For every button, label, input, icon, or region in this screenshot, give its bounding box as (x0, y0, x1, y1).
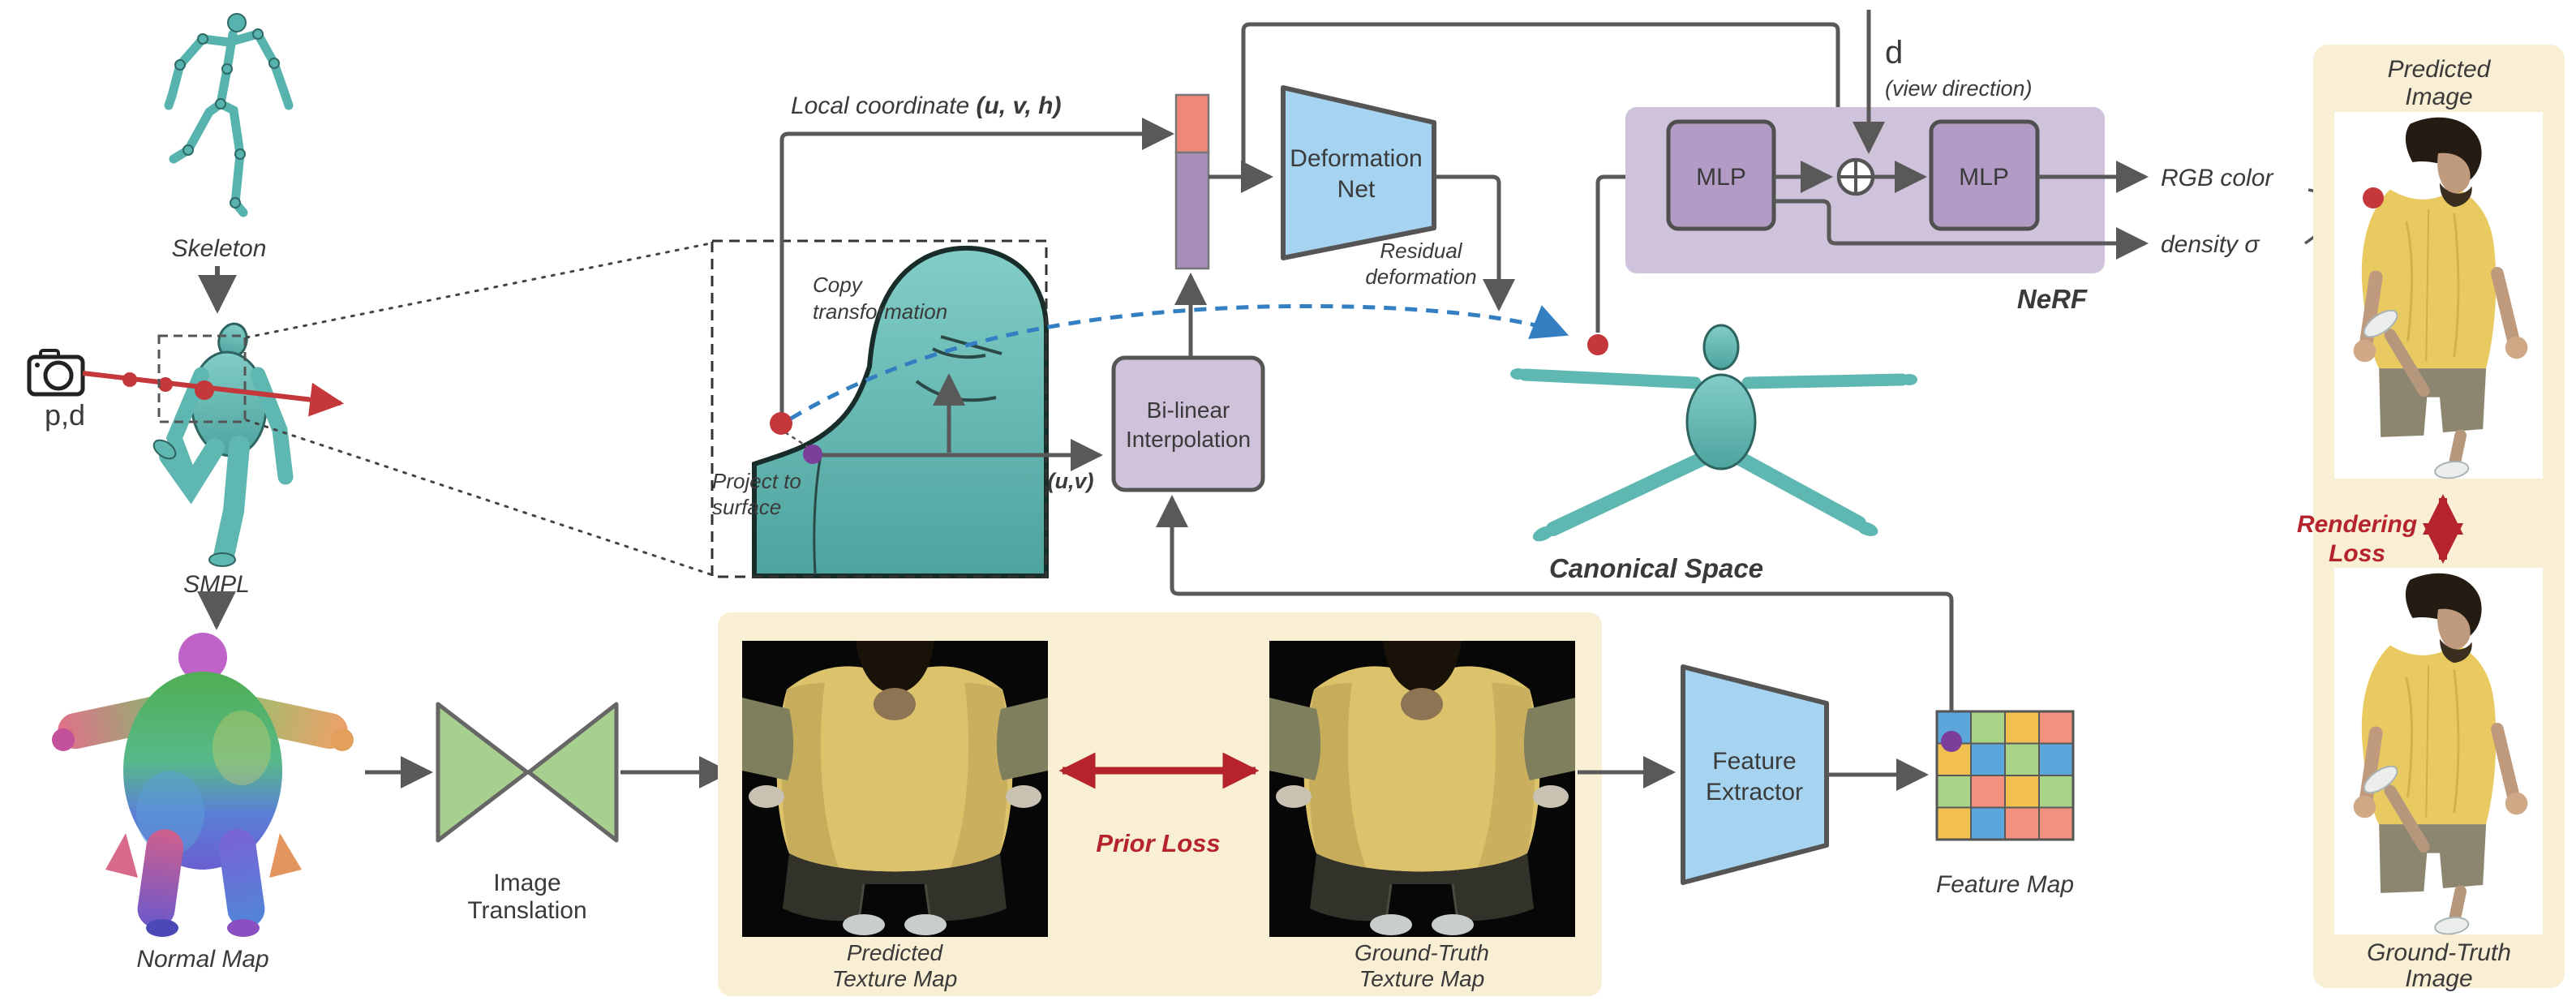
feature-extractor-label-1: Feature (1712, 748, 1796, 775)
image-translation-icon (436, 702, 619, 843)
predicted-pixel-dot (2363, 187, 2384, 208)
feature-cell (2038, 806, 2074, 840)
density-output-arrow (1774, 199, 2149, 260)
feature-cell (2004, 742, 2040, 776)
feature-extractor (1681, 664, 1829, 885)
uv-label: (u,v) (1048, 469, 1094, 493)
feature-cell (1936, 806, 1972, 840)
canonical-body (1510, 324, 1917, 542)
surface-inset (711, 239, 1049, 578)
surface-point-dot (803, 445, 822, 464)
density-label: density σ (2161, 231, 2260, 258)
bilinear-label-1: Bi-linear (1147, 397, 1230, 423)
view-direction-d-label: d (1885, 35, 1903, 71)
feature-cell (1970, 742, 2006, 776)
concat-plus-cross (1839, 160, 1873, 194)
zoom-region-box (157, 334, 247, 423)
normal-map-image (52, 633, 354, 937)
rendering-loss-label-2: Loss (2329, 540, 2385, 567)
bilinear-label-2: Interpolation (1126, 427, 1251, 452)
ground-truth-texture-map (1268, 639, 1577, 939)
smpl-figure (152, 322, 294, 567)
feature-cell (2004, 775, 2040, 809)
canonical-to-mlp-line (1595, 161, 1663, 333)
nerf-label: NeRF (2017, 284, 2088, 314)
predicted-image-label-1: Predicted (2388, 56, 2492, 83)
camera-pose-label: p,d (45, 398, 85, 432)
feature-cell (2038, 775, 2074, 809)
rendering-loss-label-1: Rendering (2297, 511, 2417, 538)
residual-deformation-arrow (1434, 174, 1515, 311)
local-coordinate-arrow (779, 118, 1174, 419)
feature-extractor-label-2: Extractor (1706, 779, 1803, 806)
feature-sample-dot (1941, 731, 1962, 752)
warp-to-canonical-curve (789, 303, 1569, 421)
predicted-texture-label-2: Texture Map (832, 966, 958, 991)
camera-icon (27, 349, 85, 397)
mlp-right-label: MLP (1959, 164, 2009, 191)
project-to-surface-label-2: surface (712, 495, 781, 519)
deformation-net (1281, 85, 1436, 260)
gt-texture-label-1: Ground-Truth (1355, 940, 1489, 965)
sampled-feature-bar (1174, 151, 1210, 270)
view-direction-label: (view direction) (1885, 76, 2033, 101)
smpl-label: SMPL (183, 571, 250, 598)
deformation-net-label-1: Deformation (1290, 145, 1422, 172)
normal-map-label: Normal Map (136, 946, 268, 973)
skip-connection-line (1241, 22, 1854, 177)
canonical-space-label: Canonical Space (1549, 553, 1763, 583)
project-to-surface-label-1: Project to (712, 469, 801, 493)
local-coordinate-label: Local coordinate (u, v, h) (791, 92, 1062, 119)
zoom-projection-lines (245, 242, 712, 576)
canonical-sample-dot (1587, 334, 1608, 355)
feature-cell (2038, 742, 2074, 776)
inset-border (711, 239, 1048, 578)
featuremap-to-bilinear-line (1156, 495, 1954, 732)
rgb-color-label: RGB color (2161, 165, 2273, 191)
prior-loss-label: Prior Loss (1096, 829, 1220, 857)
ray-sample-dots (122, 372, 214, 400)
image-translation-label-1: Image (493, 870, 560, 896)
mlp-left-label: MLP (1696, 164, 1746, 191)
feature-cell (2004, 806, 2040, 840)
gt-image-label-1: Ground-Truth (2367, 939, 2511, 966)
feature-map-grid (1936, 711, 2074, 840)
feature-cell (1970, 806, 2006, 840)
feature-cell (2038, 711, 2074, 745)
residual-deformation-label-2: deformation (1365, 264, 1476, 289)
residual-deformation-label-1: Residual (1380, 238, 1462, 263)
deformation-net-label-2: Net (1337, 176, 1376, 203)
predicted-texture-label-1: Predicted (847, 940, 944, 965)
coordinate-feature-bar (1174, 93, 1210, 154)
feature-cell (1936, 775, 1972, 809)
inset-body (752, 245, 1049, 578)
gt-texture-label-2: Texture Map (1359, 966, 1485, 991)
image-translation-label-2: Translation (467, 897, 586, 924)
copy-transformation-label-1: Copy (813, 273, 864, 297)
feature-cell (1970, 775, 2006, 809)
feature-map-border (1935, 710, 2075, 841)
skeleton-label: Skeleton (172, 235, 267, 262)
skeleton-joints (174, 13, 280, 208)
feature-map-label: Feature Map (1936, 871, 2074, 898)
feature-cell (1970, 711, 2006, 745)
predicted-image-label-2: Image (2405, 84, 2472, 110)
predicted-texture-map (741, 639, 1050, 939)
query-point-dot (770, 412, 792, 435)
copy-transformation-label-2: transformation (813, 299, 947, 324)
feature-cell (2004, 711, 2040, 745)
gt-image-label-2: Image (2405, 965, 2472, 992)
bilinear-interpolation-box (1111, 355, 1265, 492)
